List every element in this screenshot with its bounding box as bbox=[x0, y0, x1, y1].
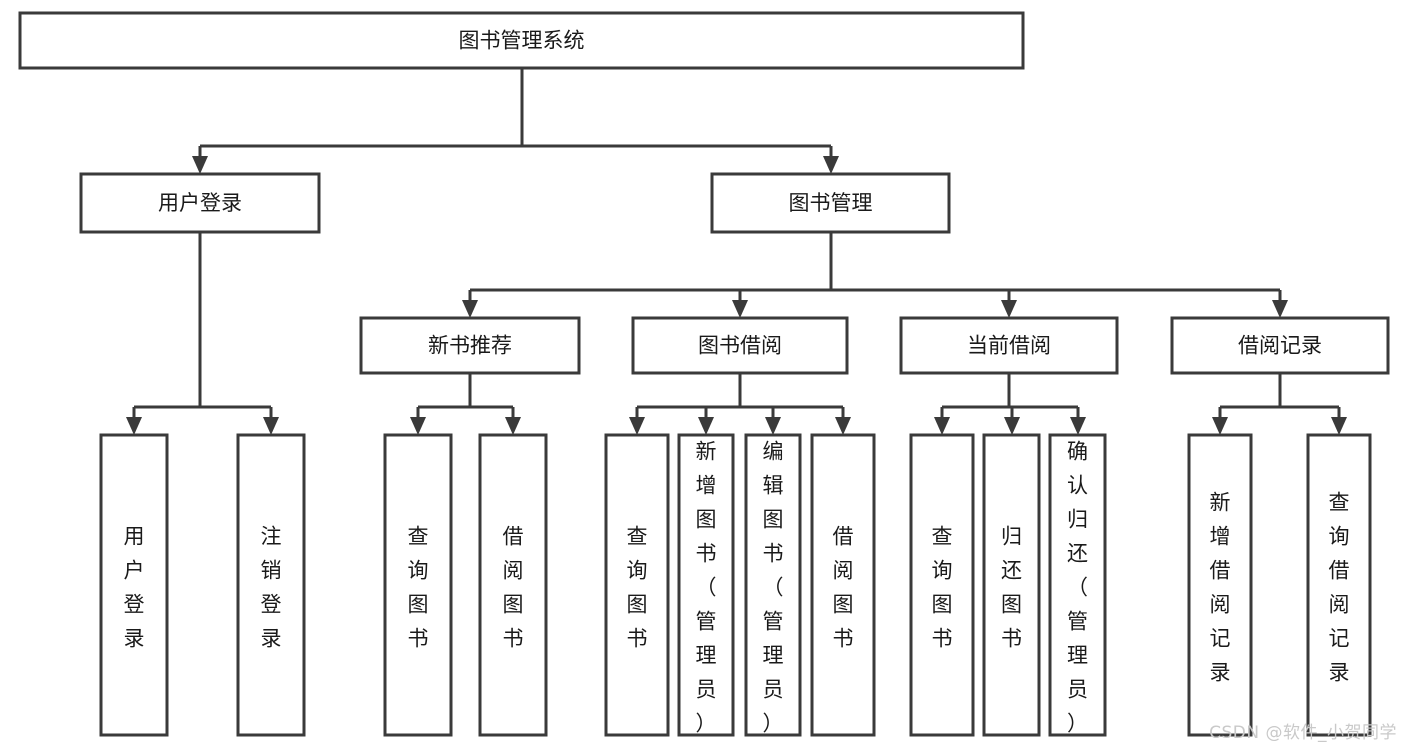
node-book-manage[interactable]: 图书管理 bbox=[710, 172, 951, 234]
csdn-watermark: CSDN @软件_小贺同学 bbox=[1209, 723, 1397, 743]
node-leaf-edit-book[interactable]: 编辑图书（管理员） bbox=[744, 433, 802, 737]
node-label: 图书管理系统 bbox=[459, 29, 585, 53]
arrow-head-icon bbox=[629, 417, 645, 435]
node-box bbox=[899, 316, 1119, 375]
node-box bbox=[810, 433, 876, 737]
node-label: 借阅记录 bbox=[1238, 334, 1322, 358]
nodes-layer: 图书管理系统用户登录图书管理新书推荐图书借阅当前借阅借阅记录用户登录注销登录查询… bbox=[18, 11, 1390, 737]
node-label: 注销登录 bbox=[261, 525, 282, 651]
node-leaf-logout[interactable]: 注销登录 bbox=[236, 433, 306, 737]
node-box bbox=[383, 433, 453, 737]
node-leaf-user-login[interactable]: 用户登录 bbox=[99, 433, 169, 737]
arrow-head-icon bbox=[192, 156, 208, 174]
node-leaf-return-book[interactable]: 归还图书 bbox=[982, 433, 1041, 737]
arrow-head-icon bbox=[126, 417, 142, 435]
node-box bbox=[18, 11, 1025, 70]
node-leaf-query-book-2[interactable]: 查询图书 bbox=[604, 433, 670, 737]
node-root[interactable]: 图书管理系统 bbox=[18, 11, 1025, 70]
node-label: 用户登录 bbox=[158, 191, 242, 215]
connectors-layer bbox=[126, 68, 1347, 435]
arrow-head-icon bbox=[1004, 417, 1020, 435]
node-leaf-borrow-book-1[interactable]: 借阅图书 bbox=[478, 433, 548, 737]
arrow-head-icon bbox=[462, 300, 478, 318]
arrow-head-icon bbox=[1331, 417, 1347, 435]
node-box bbox=[1170, 316, 1390, 375]
node-label: 当前借阅 bbox=[967, 334, 1051, 358]
node-box bbox=[909, 433, 975, 737]
node-leaf-query-book-1[interactable]: 查询图书 bbox=[383, 433, 453, 737]
node-book-borrow[interactable]: 图书借阅 bbox=[631, 316, 849, 375]
arrow-head-icon bbox=[1001, 300, 1017, 318]
arrow-head-icon bbox=[505, 417, 521, 435]
node-box bbox=[359, 316, 581, 375]
node-box bbox=[710, 172, 951, 234]
node-label: 借阅图书 bbox=[503, 525, 524, 651]
arrow-head-icon bbox=[410, 417, 426, 435]
node-label: 查询图书 bbox=[932, 525, 953, 651]
node-label: 图书管理 bbox=[789, 191, 873, 215]
arrow-head-icon bbox=[732, 300, 748, 318]
node-current-borrow[interactable]: 当前借阅 bbox=[899, 316, 1119, 375]
node-leaf-add-record[interactable]: 新增借阅记录 bbox=[1187, 433, 1253, 737]
node-borrow-record[interactable]: 借阅记录 bbox=[1170, 316, 1390, 375]
arrow-head-icon bbox=[835, 417, 851, 435]
node-box bbox=[1306, 433, 1372, 737]
node-label: 用户登录 bbox=[124, 525, 145, 651]
node-label: 图书借阅 bbox=[698, 334, 782, 358]
arrow-head-icon bbox=[823, 156, 839, 174]
node-leaf-confirm-return[interactable]: 确认归还（管理员） bbox=[1048, 433, 1107, 737]
node-user-login[interactable]: 用户登录 bbox=[79, 172, 321, 234]
node-label: 新书推荐 bbox=[428, 334, 512, 358]
node-leaf-borrow-book-2[interactable]: 借阅图书 bbox=[810, 433, 876, 737]
node-label: 借阅图书 bbox=[833, 525, 854, 651]
node-label: 新增图书（管理员） bbox=[696, 440, 717, 736]
node-new-book-rec[interactable]: 新书推荐 bbox=[359, 316, 581, 375]
arrow-head-icon bbox=[698, 417, 714, 435]
node-label: 确认归还（管理员） bbox=[1067, 440, 1088, 736]
arrow-head-icon bbox=[1272, 300, 1288, 318]
node-leaf-add-book[interactable]: 新增图书（管理员） bbox=[677, 433, 735, 737]
node-box bbox=[982, 433, 1041, 737]
arrow-head-icon bbox=[1070, 417, 1086, 435]
node-label: 编辑图书（管理员） bbox=[763, 440, 784, 736]
node-box bbox=[677, 433, 735, 737]
node-label: 查询借阅记录 bbox=[1329, 491, 1350, 685]
node-box bbox=[236, 433, 306, 737]
node-box bbox=[79, 172, 321, 234]
arrow-head-icon bbox=[765, 417, 781, 435]
arrow-head-icon bbox=[1212, 417, 1228, 435]
node-leaf-query-record[interactable]: 查询借阅记录 bbox=[1306, 433, 1372, 737]
node-label: 查询图书 bbox=[627, 525, 648, 651]
node-box bbox=[478, 433, 548, 737]
arrow-head-icon bbox=[263, 417, 279, 435]
node-box bbox=[99, 433, 169, 737]
node-box bbox=[744, 433, 802, 737]
node-box bbox=[631, 316, 849, 375]
arrow-head-icon bbox=[934, 417, 950, 435]
node-box bbox=[604, 433, 670, 737]
node-leaf-query-book-3[interactable]: 查询图书 bbox=[909, 433, 975, 737]
node-label: 查询图书 bbox=[408, 525, 429, 651]
node-box bbox=[1048, 433, 1107, 737]
node-label: 新增借阅记录 bbox=[1210, 491, 1231, 685]
node-box bbox=[1187, 433, 1253, 737]
node-label: 归还图书 bbox=[1001, 525, 1022, 651]
